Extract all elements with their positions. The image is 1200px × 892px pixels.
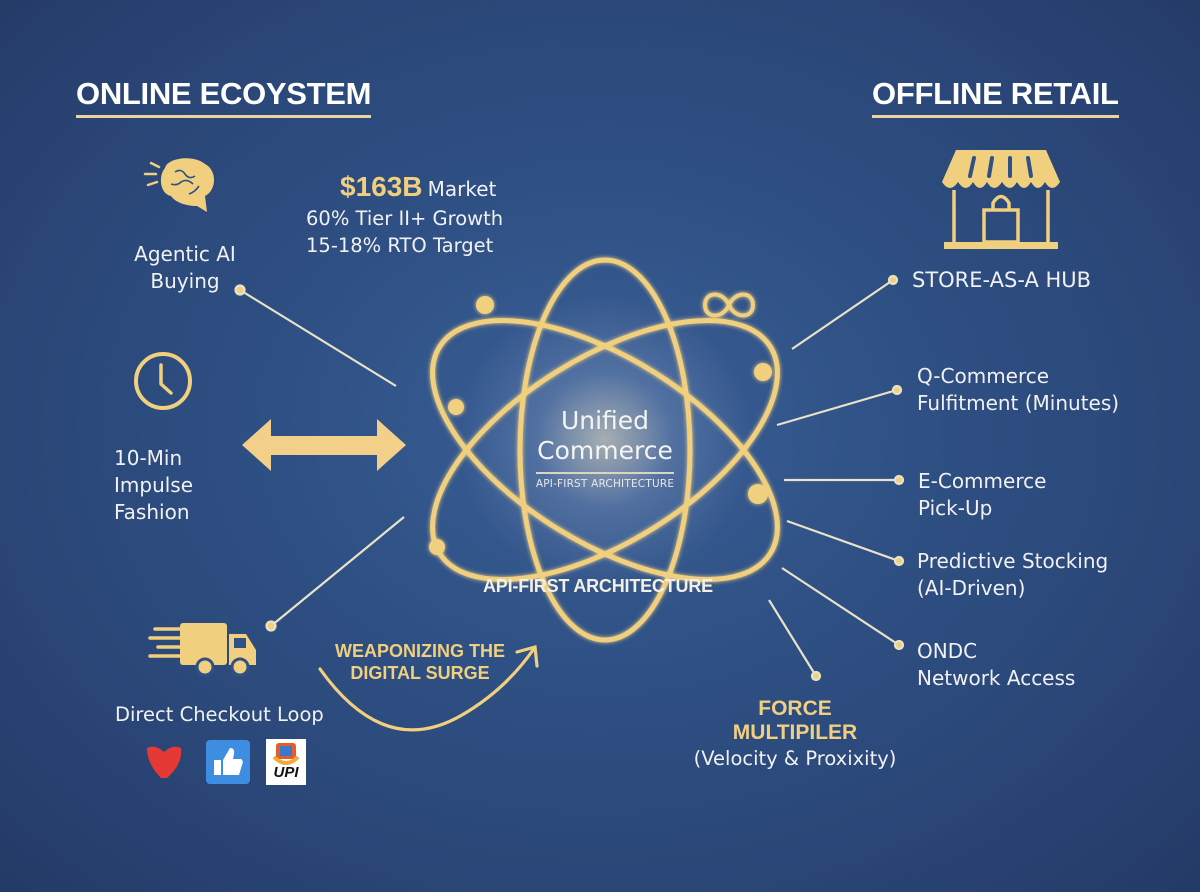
online-ecosystem-heading: ONLINE ECOYSTEM — [76, 76, 372, 118]
offline-item-store-hub: STORE-AS-A HUB — [912, 268, 1092, 292]
offline-item-line: Network Access — [917, 666, 1076, 690]
force-multiplier-label: FORCE MULTIPILER (Velocity & Proxixity) — [680, 697, 910, 772]
market-value: $163B — [340, 171, 423, 202]
online-item-line: Buying — [150, 269, 220, 293]
center-glow — [445, 280, 765, 600]
offline-item-line: Q-Commerce — [917, 364, 1050, 388]
center-title-line2: Commerce — [537, 436, 673, 465]
surge-line2: DIGITAL SURGE — [350, 663, 490, 683]
offline-item-line: (AI-Driven) — [917, 576, 1026, 600]
curved-arrow-icon — [318, 644, 539, 732]
bidirectional-arrow-icon — [242, 419, 406, 471]
market-label: Market — [427, 177, 497, 201]
center-divider — [536, 472, 674, 474]
storefront-icon — [942, 150, 1060, 249]
surge-line1: WEAPONIZING THE — [335, 641, 505, 661]
delivery-truck-icon — [148, 623, 256, 677]
force-line2: MULTIPILER — [732, 721, 858, 744]
offline-item-e-commerce-pickup: E-Commerce Pick-Up — [918, 468, 1046, 522]
market-stats: $163B Market — [340, 170, 496, 208]
weaponizing-surge-label: WEAPONIZING THE DIGITAL SURGE — [330, 640, 510, 684]
api-first-label: API-FIRST ARCHITECTURE — [483, 576, 713, 596]
force-line3: (Velocity & Proxixity) — [693, 747, 897, 770]
online-item-line: Impulse — [114, 473, 194, 497]
growth-stat: 60% Tier II+ Growth — [306, 207, 504, 230]
online-item-line: 10-Min — [114, 446, 183, 470]
heart-app-icon — [145, 742, 183, 780]
clock-icon — [134, 352, 192, 410]
upi-text: UPI — [273, 764, 299, 781]
offline-item-ondc: ONDC Network Access — [917, 638, 1075, 692]
offline-item-line: E-Commerce — [918, 469, 1047, 493]
offline-retail-heading: OFFLINE RETAIL — [872, 76, 1119, 118]
offline-item-line: ONDC — [917, 639, 978, 663]
rto-stat: 15-18% RTO Target — [306, 234, 494, 257]
online-item-agentic-ai: Agentic AI Buying — [110, 241, 260, 295]
online-item-line: Agentic AI — [134, 242, 236, 266]
brain-icon — [143, 158, 214, 212]
online-item-line: Fashion — [114, 500, 190, 524]
online-item-10-min-fashion: 10-Min Impulse Fashion — [114, 445, 193, 526]
offline-item-line: Fulfitment (Minutes) — [917, 391, 1120, 415]
offline-item-line: Pick-Up — [918, 496, 993, 520]
online-item-direct-checkout: Direct Checkout Loop — [115, 703, 324, 726]
offline-item-line: Predictive Stocking — [917, 549, 1109, 573]
unified-commerce-core: Unified Commerce API-FIRST ARCHITECTURE — [520, 406, 690, 490]
thumbs-up-icon — [206, 740, 250, 784]
offline-item-q-commerce: Q-Commerce Fulfitment (Minutes) — [917, 363, 1119, 417]
infinity-icon — [702, 292, 756, 318]
force-line1: FORCE — [758, 697, 832, 720]
orbit-nodes — [429, 296, 772, 555]
center-title-line1: Unified — [560, 406, 650, 435]
upi-icon: UPI — [266, 739, 306, 785]
center-subtitle: API-FIRST ARCHITECTURE — [535, 478, 675, 490]
offline-item-predictive-stocking: Predictive Stocking (AI-Driven) — [917, 548, 1108, 602]
